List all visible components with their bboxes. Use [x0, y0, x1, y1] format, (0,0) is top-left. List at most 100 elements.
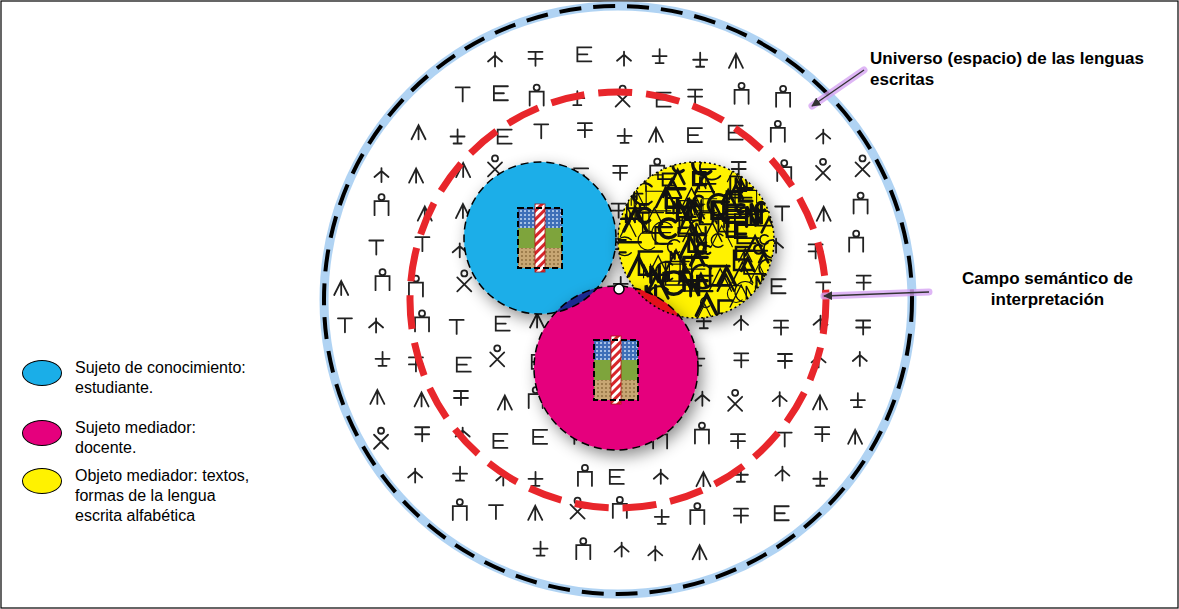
legend-text: Objeto mediador: textos, formas de la le…: [75, 466, 253, 526]
letter-stroke: [673, 160, 683, 172]
glyph-symbol: [775, 467, 789, 481]
glyph-symbol: [529, 472, 543, 486]
glyph-symbol: [731, 434, 745, 448]
glyph-symbol: [690, 510, 704, 524]
icon-stripe: [535, 204, 545, 272]
icon-border: [518, 208, 562, 268]
letter-stroke: [735, 281, 753, 302]
glyph-dot: [419, 310, 425, 316]
icon-border: [594, 340, 638, 400]
glyph-symbol: [617, 52, 631, 66]
glyph-symbol: [696, 472, 710, 486]
universe-label: Universo (espacio) de las lenguas escrit…: [870, 48, 1170, 91]
glyph-dot: [732, 390, 738, 396]
glyph-dot: [654, 159, 660, 165]
letter-stroke: [757, 183, 767, 203]
glyph-symbol: [772, 279, 786, 293]
universe-glow: [324, 6, 912, 594]
glyph-symbol: [773, 392, 787, 406]
glyph-symbol: [771, 128, 785, 142]
letter-stroke: [736, 224, 746, 234]
block-icon: [594, 336, 638, 404]
glyph-dot: [694, 503, 700, 509]
letter-stroke: [695, 275, 707, 287]
glyph-symbol: [848, 430, 862, 444]
glyph-symbol: [778, 354, 792, 368]
glyph-symbol: [693, 545, 707, 559]
glyph-symbol: [530, 92, 544, 106]
glyph-symbol: [453, 506, 467, 520]
glyph-symbol: [454, 391, 468, 405]
universe-circle: [324, 6, 912, 594]
glyph-symbol: [578, 472, 592, 486]
glyph-dot: [860, 155, 866, 161]
letter-stroke: [754, 245, 762, 254]
letter-stroke: [703, 199, 717, 213]
glyph-symbol: [534, 542, 548, 556]
glyph-symbol: [688, 90, 702, 104]
glyph-symbol: [776, 93, 790, 107]
glyph-symbol: [490, 352, 504, 366]
glyph-symbol: [415, 427, 429, 441]
glyph-dot: [492, 155, 498, 161]
teacher-outline: [534, 286, 698, 450]
letter-stroke: [659, 219, 675, 238]
letter-stroke: [615, 237, 631, 256]
object-outline: [618, 162, 774, 318]
universe-leader: [812, 70, 864, 106]
glyph-symbol: [774, 321, 788, 335]
universe-leader-glow: [812, 70, 864, 106]
glyph-dot: [617, 497, 623, 503]
glyph-dot: [853, 231, 859, 237]
glyph-dot: [699, 423, 705, 429]
legend-text: Sujeto mediador: docente.: [75, 418, 253, 458]
glyph-symbol: [528, 506, 542, 520]
letter-stroke: [658, 163, 674, 179]
glyph-symbol: [456, 87, 470, 101]
glyph-symbol: [813, 395, 827, 409]
glyph-dot: [378, 428, 384, 434]
glyph-dot: [379, 194, 385, 200]
glyph-symbol: [370, 390, 384, 404]
glyph-symbol: [775, 506, 789, 520]
glyph-symbol: [376, 276, 390, 290]
letter-stroke: [759, 211, 773, 225]
letter-stroke: [712, 215, 717, 224]
glyph-symbol: [817, 207, 831, 221]
glyph-symbol: [338, 318, 352, 332]
glyph-symbol: [369, 241, 383, 255]
glyph-dot: [781, 160, 787, 166]
letter-stroke: [729, 185, 743, 199]
letter-stroke: [711, 234, 723, 248]
glyph-symbol: [615, 543, 629, 557]
glyph-symbol: [653, 49, 667, 63]
letter-stroke: [764, 240, 780, 258]
letter-stroke: [668, 240, 680, 254]
glyph-dot: [775, 121, 781, 127]
glyph-symbol: [498, 396, 512, 410]
field-label: Campo semántico de interpretación: [935, 268, 1160, 311]
glyph-symbol: [374, 435, 388, 449]
glyph-symbol: [613, 166, 627, 180]
legend-text: Sujeto de conocimiento: estudiante.: [75, 358, 253, 398]
glyph-symbol: [369, 319, 383, 333]
glyph-symbol: [857, 276, 871, 290]
glyph-symbol: [494, 86, 508, 100]
glyph-dot: [780, 86, 786, 92]
overlap-red: [534, 286, 698, 450]
letter-stroke: [682, 218, 692, 228]
glyph-symbol: [533, 430, 547, 444]
glyph-symbol: [688, 128, 702, 142]
glyph-symbol: [498, 130, 512, 144]
glyph-symbol: [816, 130, 830, 144]
glyph-symbol: [528, 52, 542, 66]
glyph-dot: [457, 499, 463, 505]
letter-stroke: [637, 208, 649, 222]
glyph-symbol: [489, 505, 503, 519]
glyph-symbol: [374, 168, 388, 182]
glyph-symbol: [409, 169, 423, 183]
glyph-dot: [820, 159, 826, 165]
glyph-dot: [534, 85, 540, 91]
glyph-symbol: [618, 129, 632, 143]
